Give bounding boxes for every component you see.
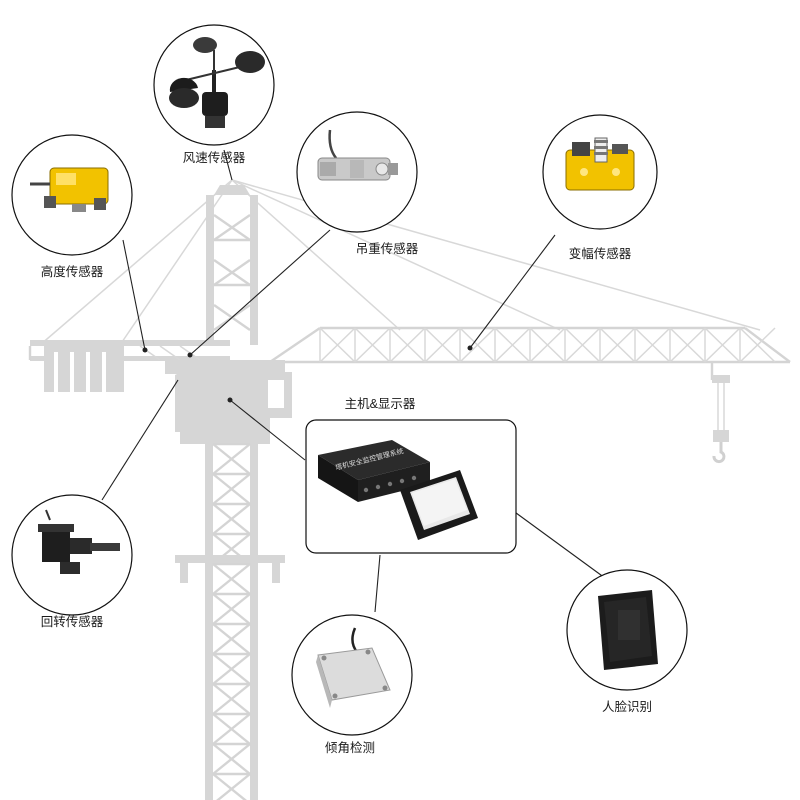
- wind-sensor-label: 风速传感器: [183, 150, 246, 165]
- lattice-bar: [319, 327, 356, 363]
- port-dot: [375, 484, 381, 490]
- lattice-bar: [389, 327, 426, 363]
- lift-weight-sensor: 吊重传感器: [296, 111, 419, 256]
- junction-dot: [142, 347, 148, 353]
- lattice-bar: [599, 327, 636, 363]
- tilt-sensor: 倾角检测: [291, 614, 413, 755]
- lattice-bar: [424, 327, 461, 363]
- lattice-bar: [529, 327, 566, 363]
- wind-sensor: 风速传感器: [153, 24, 275, 165]
- face-recognition-label: 人脸识别: [602, 700, 652, 714]
- load-pin-icon: [317, 129, 398, 181]
- tilt-box-icon: [316, 627, 391, 708]
- tower-head: [206, 185, 258, 345]
- port-dot: [399, 478, 405, 484]
- junction-dot: [227, 397, 233, 403]
- port-dot: [363, 487, 369, 493]
- junction-dot: [187, 352, 193, 358]
- amplitude-switch-icon: [565, 137, 635, 191]
- lattice-bar: [459, 327, 496, 363]
- slewing-sensor: 回转传感器: [11, 494, 133, 629]
- lattice-bar: [216, 773, 251, 800]
- lattice-bar: [354, 327, 391, 363]
- tower-crane: [28, 179, 791, 800]
- lattice-bar: [634, 327, 671, 363]
- host-display: 主机&显示器 塔机安全监控管理系统: [305, 397, 517, 554]
- lattice-bar: [212, 473, 251, 505]
- lattice-bar: [212, 503, 251, 535]
- anemometer-icon: [169, 37, 265, 128]
- height-sensor-label: 高度传感器: [41, 264, 104, 279]
- connector-lines: [101, 149, 606, 613]
- hook: [710, 362, 730, 464]
- lattice-bar: [704, 327, 741, 363]
- slewing-sensor-label: 回转传感器: [41, 614, 104, 629]
- lattice-bar: [212, 713, 251, 745]
- cab-and-slewing: [165, 360, 292, 444]
- limit-switch-icon: [30, 167, 109, 212]
- lattice-bar: [212, 563, 251, 595]
- junction-dot: [467, 345, 473, 351]
- luffing-sensor: 变幅传感器: [542, 114, 658, 261]
- face-terminal-icon: [598, 590, 658, 670]
- lattice-bar: [669, 327, 706, 363]
- lattice-bar: [212, 623, 251, 655]
- main-jib: [269, 326, 791, 364]
- lift-weight-sensor-label: 吊重传感器: [356, 241, 419, 256]
- lattice-bar: [564, 327, 601, 363]
- lattice-bar: [494, 327, 531, 363]
- face-recognition: 人脸识别: [566, 569, 688, 714]
- lattice-bar: [212, 743, 251, 775]
- host-display-label: 主机&显示器: [345, 397, 416, 411]
- lattice-bar: [212, 653, 251, 685]
- lattice-bar: [739, 327, 776, 363]
- tilt-sensor-label: 倾角检测: [325, 740, 375, 755]
- luffing-sensor-label: 变幅传感器: [569, 246, 632, 261]
- tower-mast: [175, 442, 285, 800]
- host-unit-icon: 塔机安全监控管理系统: [318, 440, 430, 502]
- lattice-bar: [212, 443, 251, 475]
- lattice-bar: [212, 683, 251, 715]
- display-screen-icon: [400, 470, 478, 540]
- port-dot: [411, 475, 417, 481]
- height-sensor: 高度传感器: [11, 134, 133, 279]
- port-dot: [387, 481, 393, 487]
- lattice-bar: [212, 593, 251, 625]
- rotary-sensor-icon: [38, 509, 120, 574]
